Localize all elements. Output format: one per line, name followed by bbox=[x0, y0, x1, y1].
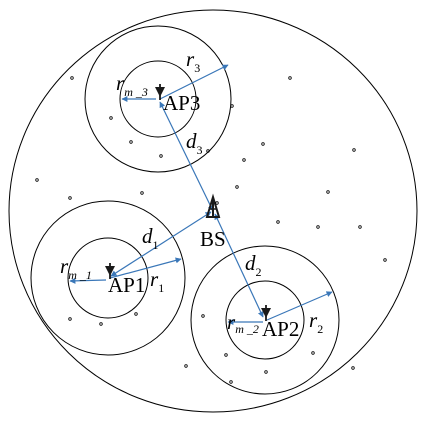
ap2-label: AP2 bbox=[262, 317, 299, 341]
rm2-label: rm _2 bbox=[227, 310, 259, 336]
user-dot bbox=[134, 312, 138, 316]
ap1-inner-circle bbox=[67, 237, 149, 319]
ap3-label: AP3 bbox=[163, 91, 200, 115]
r2-label: r2 bbox=[309, 308, 323, 336]
r1-label: r1 bbox=[150, 267, 164, 295]
user-dot bbox=[35, 178, 39, 182]
r2-radius-arrow bbox=[266, 291, 333, 321]
user-dot bbox=[129, 140, 133, 144]
user-dot bbox=[224, 353, 228, 357]
user-dot bbox=[99, 322, 103, 326]
ap1-outer-circle bbox=[30, 200, 186, 356]
user-dot bbox=[70, 76, 74, 80]
user-dot bbox=[159, 154, 163, 158]
r3-label: r3 bbox=[186, 47, 200, 75]
user-dot bbox=[383, 258, 387, 262]
user-dot bbox=[184, 364, 188, 368]
user-dot bbox=[206, 149, 210, 153]
user-dot bbox=[235, 185, 239, 189]
user-dots bbox=[35, 76, 387, 384]
ap1-antenna-icon bbox=[105, 263, 115, 279]
d3-distance-arrow bbox=[159, 101, 214, 212]
user-dot bbox=[68, 196, 72, 200]
r3-radius-arrow bbox=[159, 64, 229, 100]
user-dot bbox=[201, 314, 205, 318]
d1-distance-arrow bbox=[110, 211, 212, 277]
d2-distance-arrow bbox=[214, 213, 264, 318]
user-dot bbox=[140, 191, 144, 195]
ap2-inner-circle bbox=[225, 280, 305, 360]
user-dot bbox=[109, 116, 113, 120]
user-dot bbox=[326, 190, 330, 194]
user-dot bbox=[68, 317, 72, 321]
user-dot bbox=[264, 370, 268, 374]
user-dot bbox=[276, 220, 280, 224]
bs-label: BS bbox=[200, 227, 226, 251]
user-dot bbox=[351, 366, 355, 370]
bs-coverage-circle bbox=[8, 9, 418, 413]
user-dot bbox=[311, 351, 315, 355]
user-dot bbox=[352, 148, 356, 152]
rm3-label: rm _3 bbox=[116, 71, 148, 99]
rm1-label: rm _1 bbox=[60, 254, 92, 282]
user-dot bbox=[230, 104, 234, 108]
user-dot bbox=[229, 380, 233, 384]
ap1-label: AP1 bbox=[108, 273, 145, 297]
ap2-antenna-icon bbox=[261, 305, 271, 321]
user-dot bbox=[261, 142, 265, 146]
user-dot bbox=[215, 201, 219, 205]
user-dot bbox=[242, 158, 246, 162]
ap2-outer-circle bbox=[190, 245, 340, 395]
user-dot bbox=[288, 76, 292, 80]
r1-radius-arrow bbox=[109, 257, 182, 279]
bs-antenna-icon bbox=[205, 193, 221, 218]
d2-label: d2 bbox=[245, 251, 262, 279]
d3-label: d3 bbox=[186, 129, 203, 157]
user-dot bbox=[316, 225, 320, 229]
ap3-outer-circle bbox=[84, 25, 232, 173]
ap3-inner-circle bbox=[119, 60, 197, 138]
user-dot bbox=[358, 225, 362, 229]
rm1-radius-arrow bbox=[69, 277, 107, 284]
ap3-antenna-icon bbox=[155, 84, 165, 100]
d1-label: d1 bbox=[142, 224, 159, 252]
